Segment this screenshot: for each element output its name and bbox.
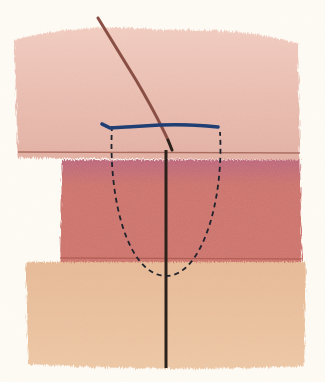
- tissue-suture-illustration: [0, 0, 325, 382]
- pencil-grain-overlay: [0, 0, 325, 382]
- illustration-canvas: [0, 0, 325, 382]
